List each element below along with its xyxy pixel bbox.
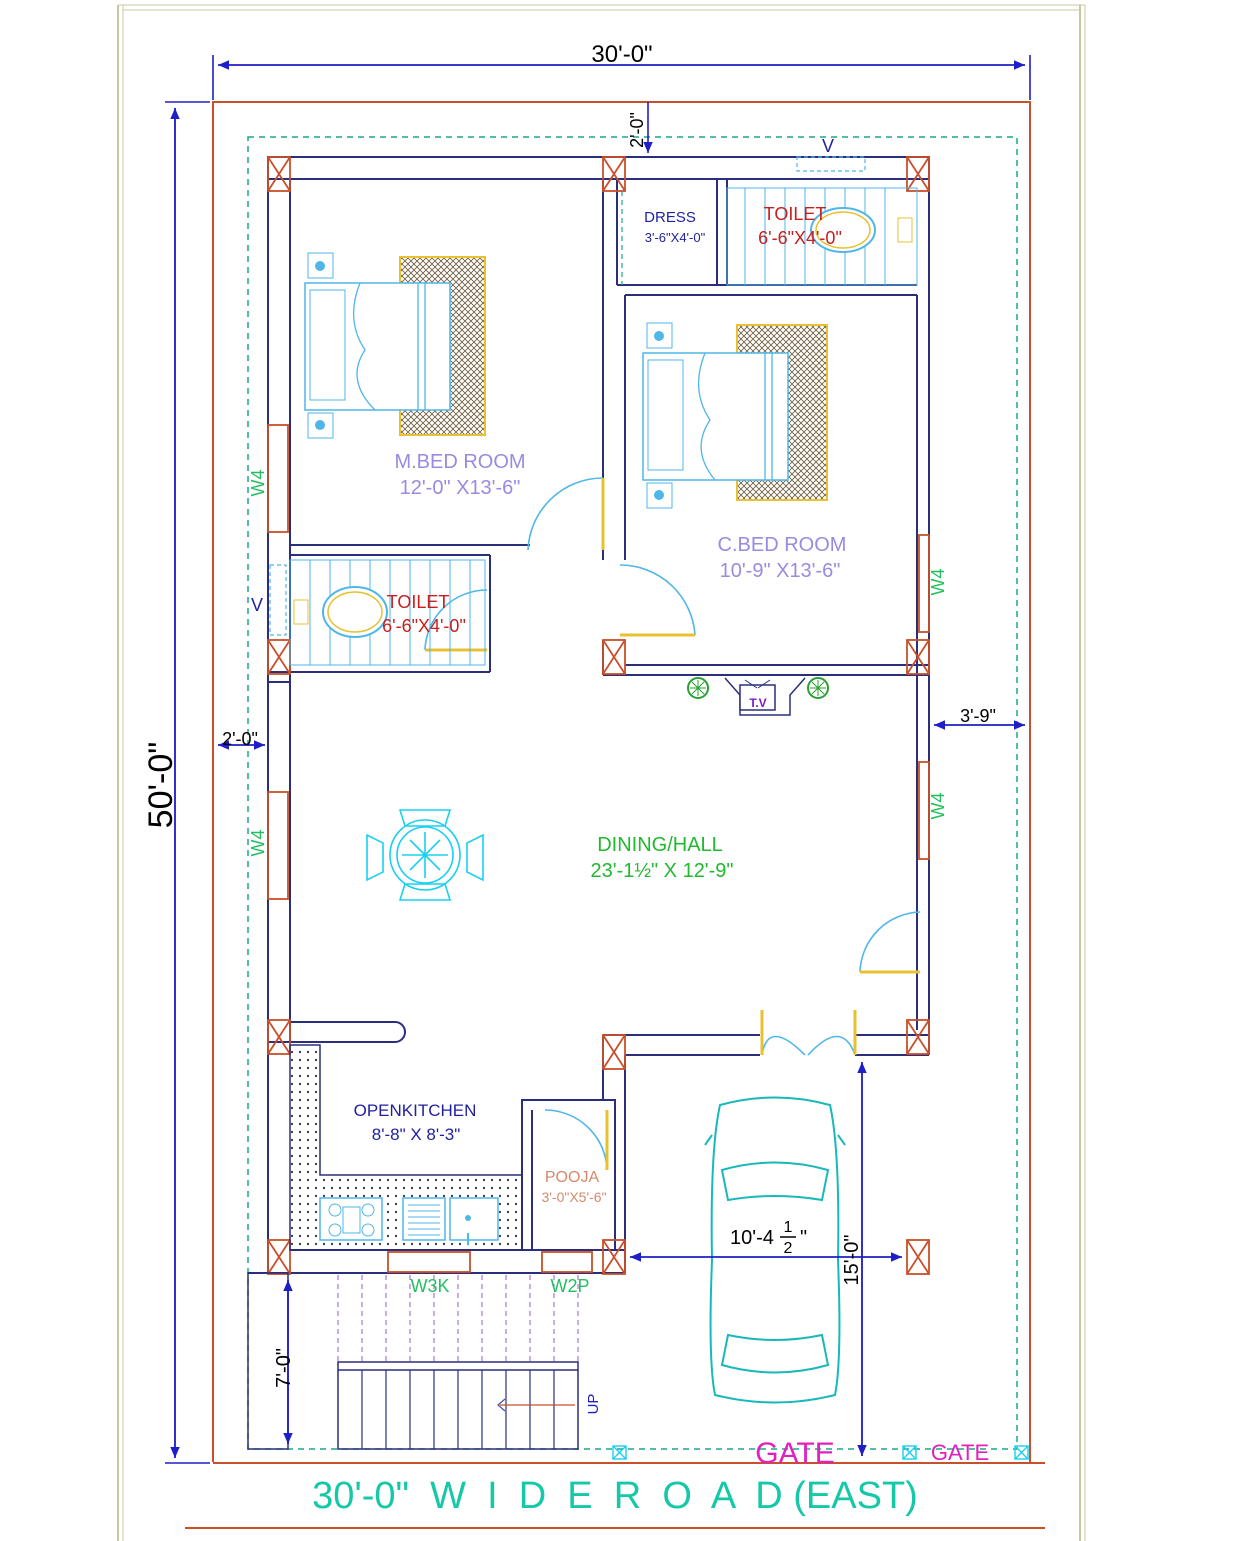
kitchen-size: 8'-8" X 8'-3" (372, 1125, 461, 1144)
tv-label: T.V (749, 696, 766, 710)
master-bed-name: M.BED ROOM (394, 451, 525, 473)
toilet-left-floor (289, 559, 486, 666)
plot-width-label: 30'-0" (591, 41, 652, 68)
setback-top-label: 2'-0" (627, 112, 647, 148)
gate-markers (612, 1445, 1029, 1460)
toilet-top-name: TOILET (764, 204, 827, 224)
parking-width-inch: " (800, 1227, 807, 1249)
window-w2p: W2P (550, 1276, 589, 1296)
stair-up-label: UP (585, 1394, 602, 1415)
staircase (247, 1272, 579, 1450)
dimension-lines (165, 55, 1031, 1464)
master-bed-size: 12'-0" X13'-6" (400, 477, 521, 499)
parking-width-label: 10'-4 (730, 1227, 774, 1249)
columns (267, 156, 930, 1275)
tv-unit (687, 677, 829, 716)
window-w4-left-top: W4 (248, 470, 268, 497)
setback-left-label: 2'-0" (222, 729, 258, 749)
setback-line (247, 136, 1018, 1450)
sheet-frame (117, 4, 1086, 1541)
ventilator-top: V (822, 136, 834, 156)
dress-name: DRESS (644, 209, 696, 226)
toilet-top-floor (726, 187, 918, 286)
toilet-left-size: 6'-6"X4'-0" (382, 616, 466, 636)
road-label: 30'-0" W I D E R O A D (EAST) (312, 1475, 918, 1517)
setback-right-label: 3'-9" (960, 706, 996, 726)
dining-table (366, 809, 484, 901)
hall-size: 23'-1½" X 12'-9" (590, 860, 733, 882)
toilet-left-name: TOILET (387, 592, 450, 612)
plot-boundary (185, 101, 1045, 1529)
plot-depth-label: 50'-0" (142, 742, 180, 829)
window-w4-right-bottom: W4 (928, 793, 948, 820)
ventilator-left: V (251, 595, 263, 615)
dress-size: 3'-6"X4'-0" (645, 230, 706, 245)
gate-main-label: GATE (755, 1437, 834, 1470)
parking-width-fraction-num: 1 (784, 1219, 793, 1236)
pooja-name: POOJA (545, 1169, 600, 1186)
gate-small-label: GATE (931, 1440, 989, 1465)
windows (267, 424, 930, 1273)
kitchen-counter (289, 1044, 523, 1251)
toilet-top-size: 6'-6"X4'-0" (758, 228, 842, 248)
child-bed-size: 10'-9" X13'-6" (720, 560, 841, 582)
parking-depth-label: 15'-0" (841, 1235, 863, 1286)
child-bed-furniture (642, 322, 828, 509)
window-w4-right-top: W4 (928, 569, 948, 596)
parking-width-fraction-den: 2 (784, 1240, 793, 1257)
hall-name: DINING/HALL (597, 834, 723, 856)
window-w4-left-bottom: W4 (248, 830, 268, 857)
car (704, 1096, 846, 1404)
child-bed-name: C.BED ROOM (718, 534, 847, 556)
window-w3k: W3K (410, 1276, 449, 1296)
labels: 30'-0" 50'-0" 2'-0" 2'-0" 3'-9" 7'-0" 15… (142, 41, 996, 1517)
kitchen-name: OPENKITCHEN (354, 1101, 477, 1120)
ventilators (269, 156, 866, 636)
master-bed-furniture (304, 252, 486, 439)
stair-depth-label: 7'-0" (273, 1348, 295, 1388)
pooja-size: 3'-0"X5'-6" (541, 1189, 606, 1205)
doors (424, 477, 921, 1171)
